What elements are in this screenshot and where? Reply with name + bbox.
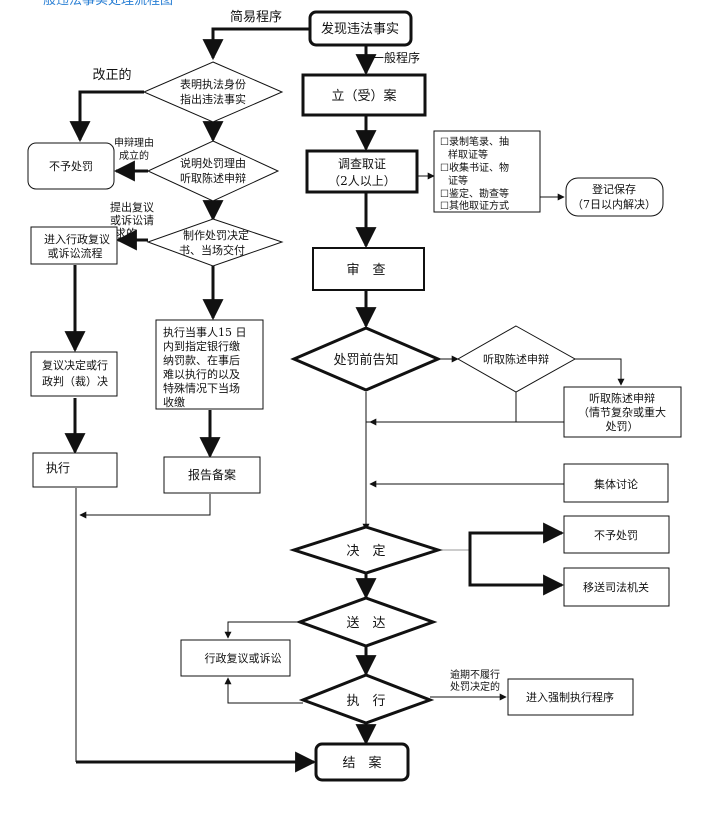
svg-text:调查取证: 调查取证 [338,157,386,171]
node-songda: 送 达 [295,596,438,648]
node-shuoming: 说明处罚理由 听取陈述申辩 [146,140,280,202]
svg-text:执行: 执行 [46,461,70,475]
svg-text:移送司法机关: 移送司法机关 [583,580,649,594]
svg-text:难以执行的以及: 难以执行的以及 [163,367,240,381]
svg-text:报告备案: 报告备案 [188,467,236,482]
svg-text:听取陈述申辩: 听取陈述申辩 [483,352,549,366]
node-biaoming: 表明执法身份 指出违法事实 [142,61,284,123]
svg-text:结 案: 结 案 [342,756,381,771]
node-buyu-right: 不予处罚 [563,515,670,554]
node-yisong: 移送司法机关 [563,567,670,607]
label-shenbian-2: 成立的 [119,149,149,162]
node-zhizuo: 制作处罚决定 书、当场交付 [146,218,284,267]
node-faxian: 发现违法事实 [308,10,413,47]
svg-text:样取证等: 样取证等 [448,148,488,161]
node-fuyi-jueding: 复议决定或行 政判（裁）决 [30,351,118,397]
svg-text:集体讨论: 集体讨论 [594,477,638,491]
node-tingzheng: 听取陈述申辩 （情节复杂或重大 处罚） [563,386,682,438]
node-fuyi-right: 行政复议或诉讼 [180,639,291,677]
svg-text:（7日以内解决）: （7日以内解决） [572,197,656,211]
label-tichu-1: 提出复议 [110,200,154,214]
svg-text:决 定: 决 定 [346,544,385,559]
svg-text:听取陈述申辩: 听取陈述申辩 [180,171,246,185]
node-zhixing15: 执行当事人15 日 内到指定银行缴 纳罚款、在事后 难以执行的以及 特殊情况下当… [155,319,264,410]
label-tichu-3: 求的 [115,226,137,240]
connectors [64,27,625,773]
svg-text:政判（裁）决: 政判（裁）决 [42,374,108,388]
svg-text:指出违法事实: 指出违法事实 [180,92,246,106]
svg-text:审 查: 审 查 [346,263,385,278]
svg-text:表明执法身份: 表明执法身份 [180,77,246,91]
svg-text:执 行: 执 行 [346,694,385,709]
svg-text:不予处罚: 不予处罚 [594,529,638,542]
svg-text:特殊情况下当场: 特殊情况下当场 [163,381,240,395]
svg-text:进入强制执行程序: 进入强制执行程序 [526,690,614,704]
svg-text:行政复议或诉讼: 行政复议或诉讼 [205,651,282,665]
svg-text:或诉讼流程: 或诉讼流程 [48,246,103,260]
label-yuqi-1: 逾期不履行 [450,668,500,681]
svg-text:登记保存: 登记保存 [592,182,636,196]
label-gaizheng: 改正的 [92,67,131,83]
node-jinru: 进入行政复议 或诉讼流程 [30,226,118,265]
svg-text:纳罚款、在事后: 纳罚款、在事后 [163,353,240,367]
node-baogao: 报告备案 [163,456,261,494]
node-jiti: 集体讨论 [563,463,669,503]
label-yuqi-2: 处罚决定的 [450,680,500,693]
svg-text:进入行政复议: 进入行政复议 [44,232,110,246]
svg-text:立（受）案: 立（受）案 [331,89,396,104]
node-zhixing-main: 执 行 [298,673,435,725]
svg-text:制作处罚决定: 制作处罚决定 [183,228,249,242]
svg-text:证等: 证等 [448,174,468,187]
node-zhixing-left: 执行 [32,452,118,488]
svg-text:☐其他取证方式: ☐其他取证方式 [440,199,509,212]
svg-text:处罚前告知: 处罚前告知 [333,352,398,368]
svg-text:（2人以上）: （2人以上） [328,174,396,188]
svg-text:不予处罚: 不予处罚 [49,160,93,173]
svg-text:（情节复杂或重大: （情节复杂或重大 [578,405,666,419]
node-qiangzhi: 进入强制执行程序 [507,678,634,716]
node-jueding: 决 定 [289,525,443,575]
svg-text:复议决定或行: 复议决定或行 [42,358,108,372]
header-fragment: 一般违法事实处理流程图 [30,0,173,8]
svg-text:内到指定银行缴: 内到指定银行缴 [163,339,240,353]
label-shenbian-1: 申辩理由 [114,136,154,149]
node-quzheng-ways: ☐录制笔录、抽 样取证等 ☐收集书证、物 证等 ☐鉴定、勘查等 ☐其他取证方式 [433,130,541,213]
svg-text:说明处罚理由: 说明处罚理由 [180,156,246,170]
svg-text:☐收集书证、物: ☐收集书证、物 [440,161,509,174]
svg-text:☐鉴定、勘查等: ☐鉴定、勘查等 [440,187,509,200]
svg-text:送 达: 送 达 [346,616,385,631]
node-tingqu: 听取陈述申辩 [456,325,577,393]
svg-text:听取陈述申辩: 听取陈述申辩 [589,391,655,405]
svg-text:执行当事人15 日: 执行当事人15 日 [163,325,247,339]
node-gaozhi: 处罚前告知 [290,326,442,392]
svg-text:☐录制笔录、抽: ☐录制笔录、抽 [440,135,509,148]
label-jianyi: 简易程序 [230,9,282,25]
node-buyu-left: 不予处罚 [27,142,115,190]
svg-text:书、当场交付: 书、当场交付 [179,243,245,257]
node-li-an: 立（受）案 [301,73,427,117]
node-shencha: 审 查 [312,247,425,291]
node-diaocha: 调查取证 （2人以上） [305,149,419,194]
label-tichu-2: 或诉讼请 [110,214,154,227]
svg-text:发现违法事实: 发现违法事实 [321,21,399,37]
svg-text:收缴: 收缴 [163,395,185,409]
label-yiban: 一般程序 [372,50,420,65]
node-dengji: 登记保存 （7日以内解决） [565,177,664,217]
svg-text:处罚）: 处罚） [606,420,639,433]
node-jiean: 结 案 [314,742,410,782]
